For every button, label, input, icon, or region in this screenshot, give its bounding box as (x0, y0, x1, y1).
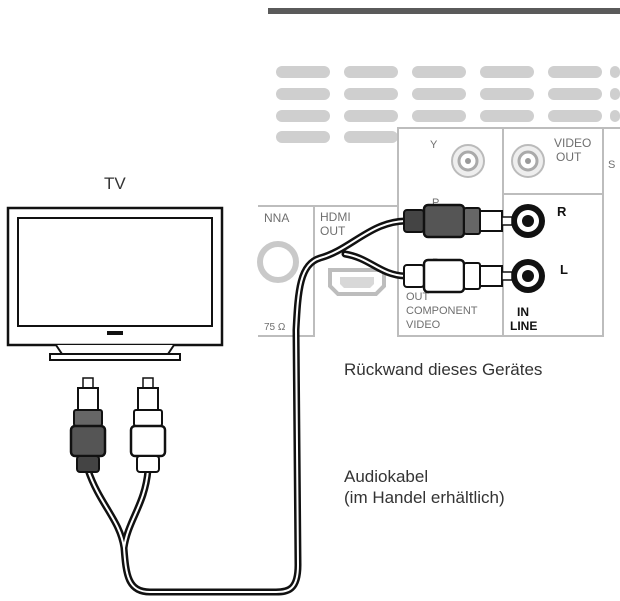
video-out-label-line1: VIDEO (554, 136, 591, 150)
rca-plug-left-receiver (403, 258, 513, 294)
antenna-connector (257, 241, 299, 283)
tv-label: TV (104, 174, 126, 193)
tv-set (6, 206, 224, 361)
rca-plug-right-receiver (403, 203, 513, 239)
tv-stand-base (49, 353, 181, 361)
hdmi-label-line2: OUT (320, 224, 346, 238)
side-section-letter: S (608, 159, 615, 171)
rear-panel-caption: Rückwand dieses Gerätes (344, 360, 542, 379)
tv-stand-neck (55, 344, 175, 355)
component-label-line3: VIDEO (406, 319, 441, 331)
rca-plug-right-tv (69, 377, 107, 473)
line-in-left-jack (511, 259, 545, 293)
line-in-label-line1: IN (517, 305, 529, 319)
tv-screen (17, 217, 213, 327)
rca-plug-left-tv (129, 377, 167, 473)
component-label-line2: COMPONENT (406, 305, 478, 317)
panel-top-edge (268, 8, 620, 14)
rear-panel: NNA 75 Ω HDMI OUT Y P P OUT COMPONENT VI… (257, 8, 620, 337)
jack-left-label: L (560, 262, 568, 277)
ventilation-slots (276, 66, 620, 143)
antenna-impedance: 75 Ω (264, 322, 286, 333)
cable-caption-line2: (im Handel erhältlich) (344, 488, 505, 507)
jack-right-label: R (557, 204, 567, 219)
video-out-label-line2: OUT (556, 150, 582, 164)
line-in-label-line2: LINE (510, 319, 537, 333)
component-y-jack (451, 144, 485, 178)
hdmi-port (328, 268, 386, 296)
audio-cable (69, 203, 513, 596)
component-y-label: Y (430, 139, 438, 151)
cable-caption-line1: Audiokabel (344, 467, 428, 486)
panel-sections (258, 127, 620, 337)
line-in-right-jack (511, 204, 545, 238)
tv-power-indicator (107, 331, 123, 335)
antenna-label: NNA (264, 211, 289, 225)
video-out-jack (511, 144, 545, 178)
hdmi-label-line1: HDMI (320, 210, 351, 224)
component-pb-label: P (432, 197, 439, 209)
component-label-line1: OUT (406, 291, 430, 303)
